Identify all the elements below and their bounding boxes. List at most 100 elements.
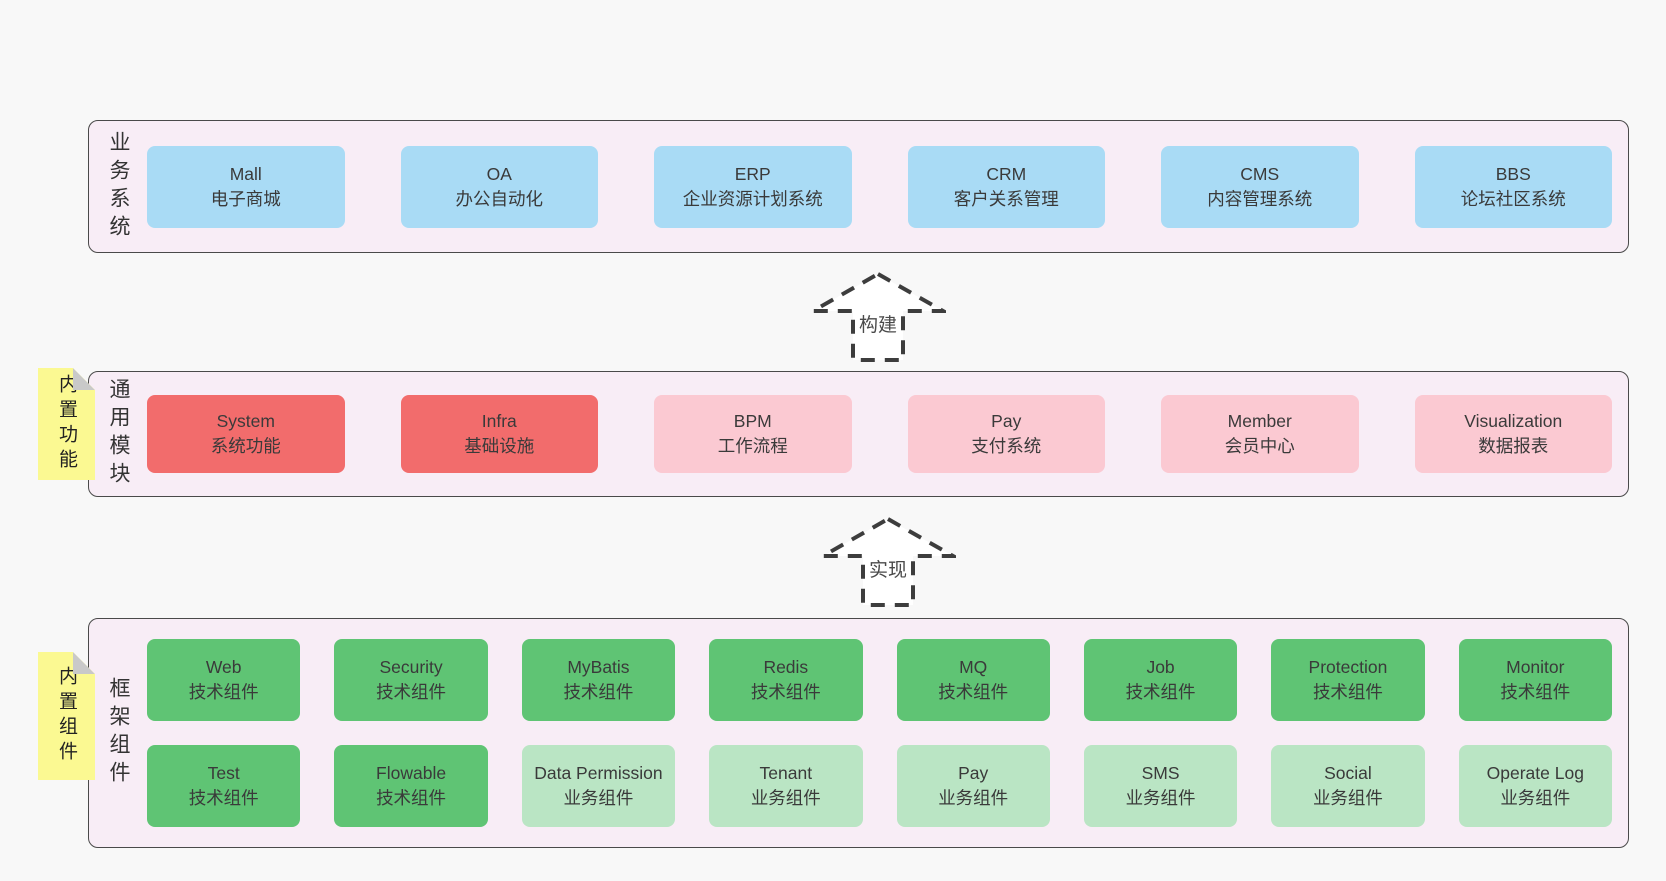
box-subtitle: 基础设施 [464, 436, 535, 456]
box-subtitle: 业务组件 [1312, 788, 1383, 808]
box-subtitle: 支付系统 [971, 436, 1042, 456]
sticky-label: 内置功能 [56, 374, 77, 474]
box-tenant: Tenant 业务组件 [709, 745, 863, 827]
box-title: Data Permission [534, 763, 663, 784]
box-subtitle: 技术组件 [563, 682, 634, 702]
box-erp: ERP 企业资源计划系统 [654, 145, 852, 228]
band-rows: System 系统功能 Infra 基础设施 BPM 工作流程 Pay 支付系统… [147, 372, 1628, 496]
box-job: Job 技术组件 [1083, 639, 1238, 721]
box-title: CMS [1240, 163, 1280, 184]
box-flowable: Flowable 技术组件 [334, 745, 488, 827]
box-redis: Redis 技术组件 [709, 639, 863, 721]
box-title: Protection [1308, 657, 1388, 678]
sticky-built-in-features: 内置功能 [38, 368, 95, 480]
band-label-framework-components: 框架组件 [107, 677, 130, 789]
box-subtitle: 技术组件 [188, 682, 259, 702]
box-bbs: BBS 论坛社区系统 [1414, 145, 1612, 228]
box-subtitle: 技术组件 [376, 788, 447, 808]
box-bpm: BPM 工作流程 [654, 395, 852, 473]
band-framework-components: 框架组件 Web 技术组件 Security 技术组件 MyBatis 技术组件… [88, 618, 1629, 848]
box-subtitle: 技术组件 [1500, 682, 1571, 702]
box-title: BPM [733, 411, 772, 432]
band-label-business-systems: 业务系统 [107, 130, 130, 243]
box-title: Operate Log [1486, 763, 1584, 784]
box-title: Visualization [1464, 411, 1563, 432]
box-sms: SMS 业务组件 [1083, 745, 1238, 827]
box-title: Mall [229, 163, 262, 184]
box-row: Test 技术组件 Flowable 技术组件 Data Permission … [147, 745, 1612, 827]
box-subtitle: 技术组件 [1125, 682, 1196, 702]
box-title: MQ [959, 657, 988, 678]
box-subtitle: 办公自动化 [455, 188, 544, 209]
box-title: BBS [1495, 163, 1531, 184]
box-title: Redis [763, 657, 809, 678]
box-subtitle: 业务组件 [938, 788, 1009, 808]
box-mall: Mall 电子商城 [147, 145, 345, 228]
box-title: Test [207, 763, 240, 784]
box-row: Web 技术组件 Security 技术组件 MyBatis 技术组件 Redi… [147, 639, 1612, 721]
box-title: ERP [734, 163, 771, 184]
band-rows: Web 技术组件 Security 技术组件 MyBatis 技术组件 Redi… [147, 619, 1628, 847]
box-security: Security 技术组件 [334, 639, 488, 721]
box-title: Social [1324, 763, 1372, 784]
box-subtitle: 客户关系管理 [953, 188, 1059, 209]
box-title: Pay [991, 411, 1022, 432]
sticky-label: 内置组件 [56, 666, 77, 766]
build-arrow: 构建 [810, 271, 946, 363]
box-title: Web [205, 657, 242, 678]
band-rows: Mall 电子商城 OA 办公自动化 ERP 企业资源计划系统 CRM 客户关系… [147, 121, 1628, 252]
implement-arrow: 实现 [820, 516, 956, 608]
box-title: System [216, 411, 275, 432]
box-title: Monitor [1506, 657, 1565, 678]
box-web: Web 技术组件 [147, 639, 301, 721]
build-arrow-label: 构建 [855, 309, 901, 338]
box-cms: CMS 内容管理系统 [1161, 145, 1359, 228]
box-title: Pay [958, 763, 989, 784]
box-social: Social 业务组件 [1271, 745, 1425, 827]
box-subtitle: 技术组件 [750, 682, 821, 702]
box-pay-business: Pay 业务组件 [896, 745, 1050, 827]
box-title: MyBatis [567, 657, 630, 678]
box-title: Flowable [376, 763, 447, 784]
box-subtitle: 内容管理系统 [1207, 188, 1313, 209]
box-infra: Infra 基础设施 [400, 395, 598, 473]
box-title: OA [486, 163, 512, 184]
box-operate-log: Operate Log 业务组件 [1458, 745, 1612, 827]
box-subtitle: 电子商城 [210, 188, 281, 209]
box-mq: MQ 技术组件 [896, 639, 1050, 721]
box-title: Tenant [759, 763, 813, 784]
sticky-built-in-components: 内置组件 [38, 652, 95, 780]
box-test: Test 技术组件 [147, 745, 301, 827]
box-subtitle: 业务组件 [1500, 788, 1571, 808]
box-subtitle: 会员中心 [1224, 436, 1295, 456]
box-protection: Protection 技术组件 [1271, 639, 1425, 721]
box-subtitle: 技术组件 [376, 682, 447, 702]
box-subtitle: 工作流程 [717, 436, 788, 456]
box-member: Member 会员中心 [1161, 395, 1359, 473]
box-data-permission: Data Permission 业务组件 [521, 745, 676, 827]
box-subtitle: 技术组件 [1312, 682, 1383, 702]
box-mybatis: MyBatis 技术组件 [521, 639, 676, 721]
box-subtitle: 论坛社区系统 [1460, 188, 1566, 209]
box-crm: CRM 客户关系管理 [907, 145, 1105, 228]
box-system: System 系统功能 [147, 395, 345, 473]
box-title: SMS [1141, 763, 1180, 784]
box-visualization: Visualization 数据报表 [1414, 395, 1612, 473]
box-subtitle: 系统功能 [210, 436, 281, 456]
band-label-common-modules: 通用模块 [107, 378, 130, 490]
implement-arrow-label: 实现 [865, 554, 911, 583]
box-oa: OA 办公自动化 [400, 145, 598, 228]
box-title: Infra [481, 411, 517, 432]
box-subtitle: 业务组件 [563, 788, 634, 808]
box-pay: Pay 支付系统 [907, 395, 1105, 473]
box-subtitle: 技术组件 [938, 682, 1009, 702]
box-subtitle: 企业资源计划系统 [682, 188, 823, 209]
box-subtitle: 业务组件 [750, 788, 821, 808]
box-subtitle: 数据报表 [1478, 436, 1549, 456]
box-title: Member [1227, 411, 1292, 432]
box-title: Security [379, 657, 443, 678]
box-title: Job [1146, 657, 1175, 678]
box-monitor: Monitor 技术组件 [1458, 639, 1612, 721]
box-subtitle: 业务组件 [1125, 788, 1196, 808]
